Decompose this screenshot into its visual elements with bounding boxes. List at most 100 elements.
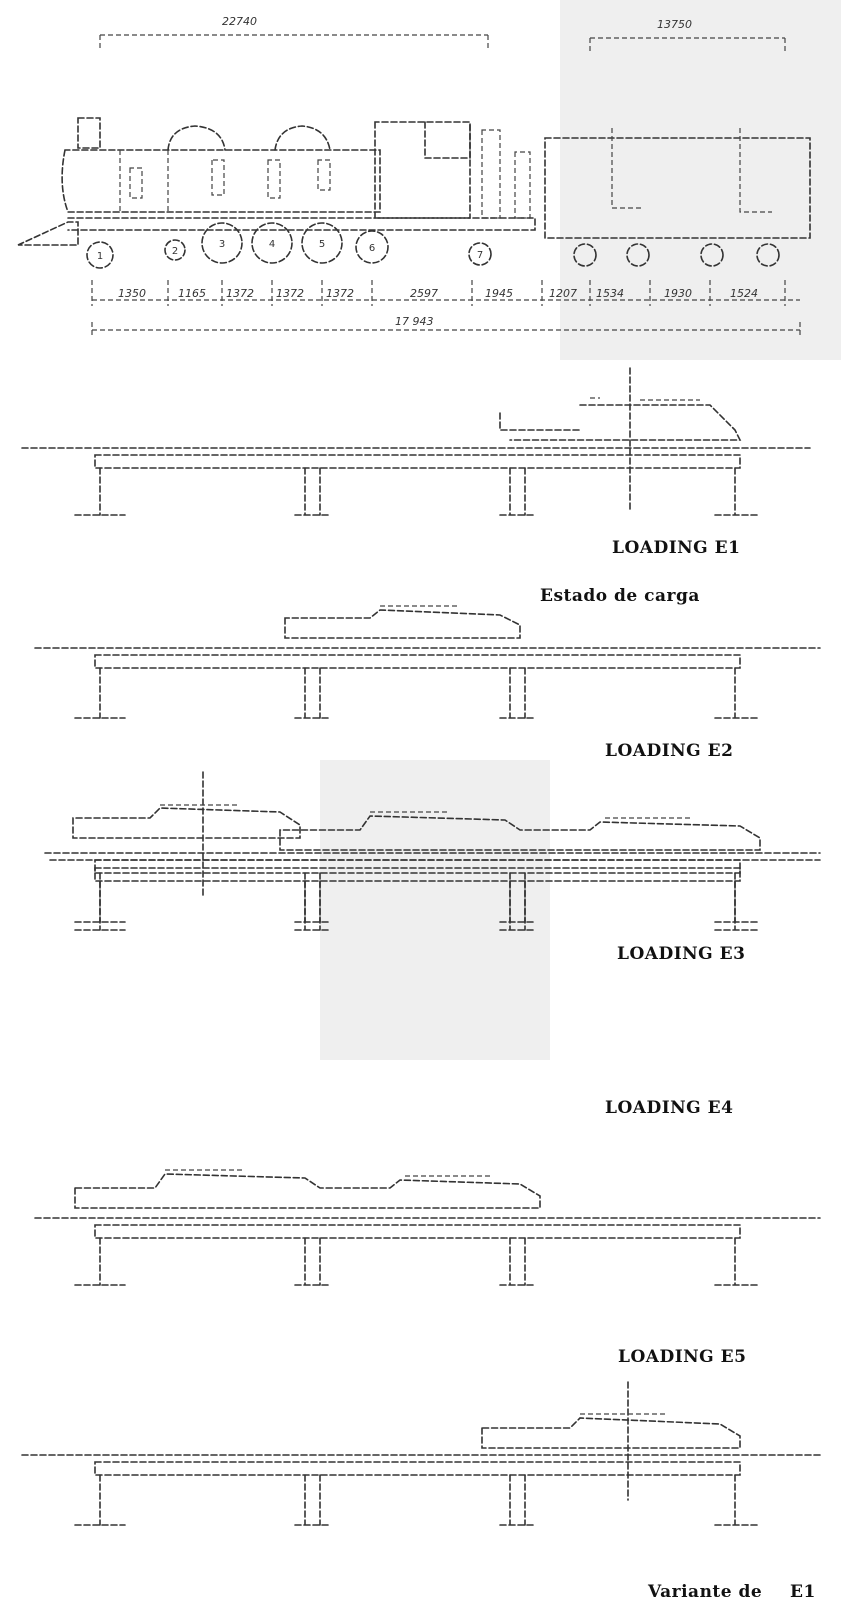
abutment-right: [714, 1474, 761, 1526]
pier: [499, 667, 536, 719]
loading-label-e4: LOADING E4: [605, 1098, 734, 1118]
boiler: [61, 149, 381, 213]
locomotive-frame: [67, 217, 536, 231]
abutment-right: [714, 467, 761, 516]
loading-label-e2: LOADING E2: [605, 741, 734, 761]
wheel-number: 5: [319, 239, 325, 250]
train-details: [590, 397, 700, 401]
scan-shade: [560, 0, 841, 360]
abutment-right: [714, 880, 761, 931]
variant-label-suffix: E1: [790, 1582, 816, 1602]
axle-spacing: 1524: [730, 287, 758, 300]
abutment-left: [74, 1237, 126, 1286]
train-silhouette: [74, 1173, 541, 1209]
train-silhouette: [279, 815, 761, 851]
group-dimension-lines: 22740 13750: [99, 15, 786, 52]
loading-label-e5: LOADING E5: [618, 1347, 747, 1367]
pier: [294, 880, 331, 931]
bridge-deck: [94, 1461, 741, 1476]
motion-parts: [129, 159, 331, 199]
chimney: [77, 117, 101, 149]
loading-case-e5: [34, 1169, 821, 1286]
cab: [374, 121, 471, 219]
loading-case-e4: [49, 811, 821, 931]
abutment-right: [714, 1237, 761, 1286]
group-dim-locomotive: 22740: [222, 15, 257, 28]
wheel: [301, 222, 343, 264]
cab-window: [424, 121, 471, 159]
wheel: [86, 241, 114, 269]
train-silhouette: [481, 1417, 741, 1449]
axle-spacing: 2597: [410, 287, 438, 300]
pier: [294, 1237, 331, 1286]
pier: [499, 1237, 536, 1286]
bridge-deck: [94, 654, 741, 669]
locomotive-elevation: 22740 13750: [17, 15, 811, 338]
axle-spacing: 1945: [485, 287, 513, 300]
bridge-deck: [94, 867, 741, 882]
train-details: [165, 1169, 490, 1177]
wheel: [355, 230, 389, 264]
axle-spacing: 1372: [226, 287, 254, 300]
axle-dimension-chain: 1350 1165 1372 1372 1372 2597 1945 1207 …: [91, 280, 801, 338]
pier: [499, 880, 536, 931]
loading-case-e1: [21, 367, 811, 516]
wheel: [626, 243, 650, 267]
loading-case-e2: [34, 605, 821, 719]
subtitle-estado-de-carga: Estado de carga: [540, 586, 700, 606]
variant-label-prefix: Variante de: [648, 1582, 763, 1602]
axle-spacing: 1930: [664, 287, 692, 300]
total-length: 17 943: [395, 315, 434, 328]
wheel-number: 3: [219, 239, 225, 250]
wheel-set: 1 2 3 4 5 6 7: [86, 222, 780, 269]
bridge-deck: [94, 454, 741, 469]
wheel: [468, 242, 492, 266]
wheel-number: 6: [369, 243, 375, 254]
abutment-left: [74, 1474, 126, 1526]
scan-shade: [320, 760, 550, 1060]
pier: [499, 1474, 536, 1526]
wheel: [164, 239, 186, 261]
abutment-left: [74, 880, 126, 931]
wheel: [201, 222, 243, 264]
tender-details: [611, 128, 772, 213]
axle-spacing: 1207: [549, 287, 577, 300]
train-silhouette: [284, 609, 521, 639]
bridge-deck: [94, 1224, 741, 1239]
abutment-right: [714, 667, 761, 719]
abutment-left: [74, 467, 126, 516]
loading-label-e1: LOADING E1: [612, 538, 741, 558]
train-silhouette: [499, 404, 742, 441]
axle-spacing: 1372: [276, 287, 304, 300]
train-details: [370, 811, 690, 819]
abutment-left: [74, 667, 126, 719]
wheel-number: 4: [269, 239, 275, 250]
cab-step: [514, 151, 531, 219]
pier: [294, 1474, 331, 1526]
axle-spacing: 1372: [326, 287, 354, 300]
wheel: [756, 243, 780, 267]
wheel: [251, 222, 293, 264]
dome: [274, 125, 331, 151]
wheel: [700, 243, 724, 267]
group-dim-tender: 13750: [657, 18, 692, 31]
train-silhouette: [72, 807, 301, 839]
wheel-number: 1: [97, 251, 103, 262]
wheel-number: 7: [477, 250, 483, 261]
wheel-number: 2: [172, 246, 178, 257]
pilot: [17, 221, 79, 246]
boiler-bands: [119, 150, 169, 212]
axle-spacing: 1350: [118, 287, 146, 300]
wheel: [573, 243, 597, 267]
loading-label-e3: LOADING E3: [617, 944, 746, 964]
tender: [544, 137, 811, 239]
axle-spacing: 1165: [178, 287, 206, 300]
loading-case-variant-e1: [21, 1381, 821, 1526]
dome: [167, 125, 226, 151]
axle-spacing: 1534: [596, 287, 624, 300]
cab-door: [481, 129, 501, 219]
pier: [294, 667, 331, 719]
pier: [499, 467, 536, 516]
pier: [294, 467, 331, 516]
